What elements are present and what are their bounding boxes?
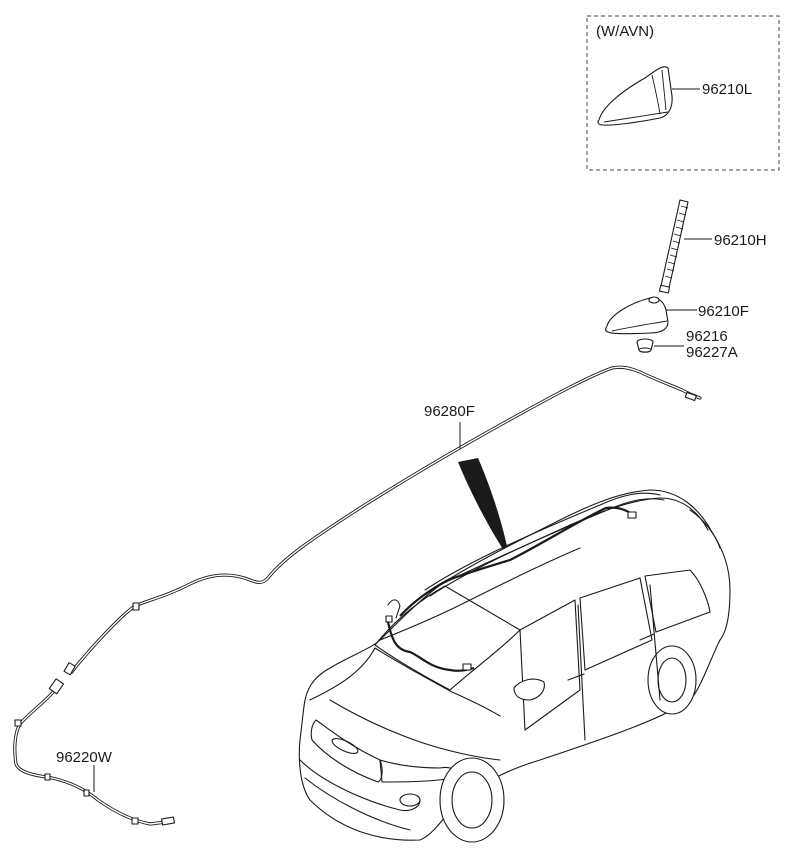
roof-feeder-cable[interactable]: 96280F (63, 365, 702, 676)
part-number-96210H: 96210H (714, 232, 767, 249)
antenna-rod[interactable]: 96210H (658, 199, 767, 294)
shark-fin-antenna-avn[interactable]: 96210L (597, 66, 752, 126)
variant-box-title: (W/AVN) (596, 23, 654, 40)
part-number-96216: 96216 (686, 328, 728, 345)
part-number-96280F: 96280F (424, 403, 475, 420)
extension-cable[interactable]: 96220W (13, 678, 175, 826)
vehicle-suv (298, 489, 731, 843)
variant-box-border (586, 15, 780, 171)
antenna-base[interactable]: 96210F (605, 296, 749, 335)
antenna-nut-gasket[interactable]: 96216 96227A (636, 328, 738, 361)
part-number-96220W: 96220W (56, 749, 113, 766)
variant-box: (W/AVN) (586, 15, 780, 171)
part-number-96210F: 96210F (698, 303, 749, 320)
part-number-96210L: 96210L (702, 81, 752, 98)
pointer-wedge (458, 458, 510, 560)
part-number-96227A: 96227A (686, 344, 738, 361)
